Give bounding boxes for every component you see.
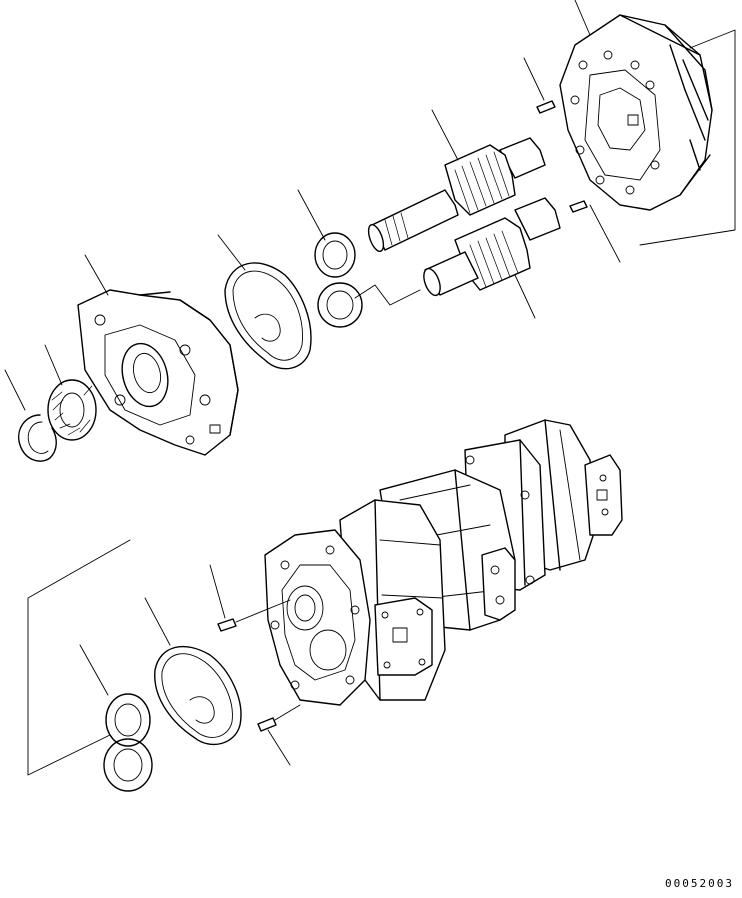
pump-assembly bbox=[264, 419, 623, 706]
drawing-code-label: 00052003 bbox=[665, 877, 734, 890]
driven-gear bbox=[423, 197, 561, 297]
front-cover-flange bbox=[77, 289, 239, 456]
oil-seal bbox=[47, 379, 97, 441]
dowel-pin-lower bbox=[569, 200, 588, 213]
bushing-set-upper bbox=[314, 232, 363, 328]
gasket-lower bbox=[154, 645, 242, 746]
snap-ring bbox=[18, 414, 57, 462]
dowel-pin-lower-a bbox=[217, 618, 237, 632]
pump-body-housing bbox=[559, 14, 713, 211]
leader-bracket-lower bbox=[27, 539, 131, 776]
gasket-upper bbox=[224, 262, 312, 370]
bushing-set-lower bbox=[103, 693, 153, 792]
dowel-pin-upper bbox=[536, 100, 556, 114]
dowel-pin-lower-b bbox=[257, 717, 277, 732]
drive-shaft-gear bbox=[367, 137, 546, 253]
leader-bracket-housing bbox=[639, 29, 736, 246]
